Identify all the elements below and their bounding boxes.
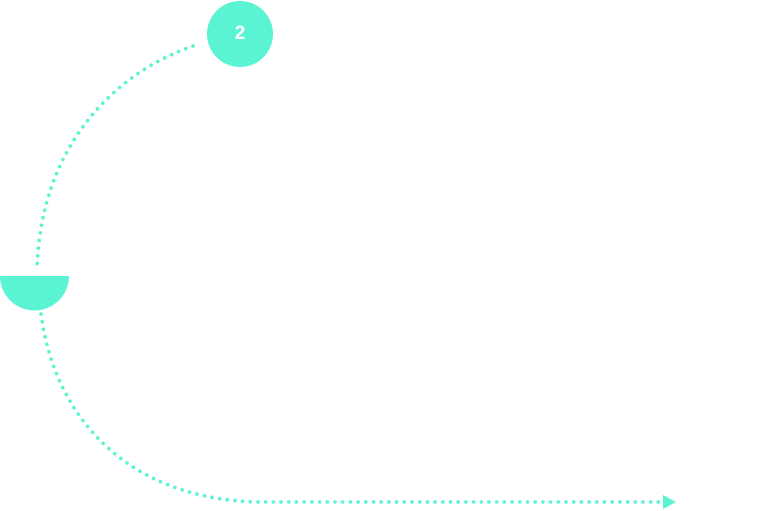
half-circle-node (0, 276, 69, 311)
arrow-head-icon (663, 495, 676, 509)
connector-upper-arc (35, 44, 195, 272)
connector-lower-curve (39, 312, 664, 504)
step-circle (207, 1, 273, 67)
